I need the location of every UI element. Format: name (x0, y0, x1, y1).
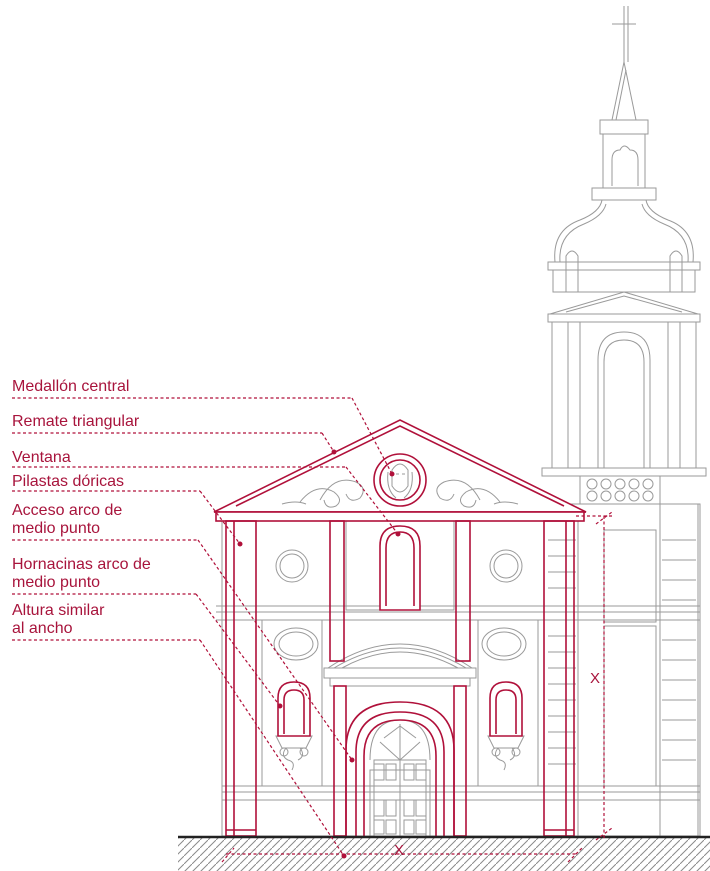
ground-hatch (178, 835, 710, 871)
label-altura-line-2: al ancho (12, 620, 73, 637)
label-altura-line-1: Altura similar (12, 602, 105, 619)
label-remate-triangular: Remate triangular (12, 413, 140, 430)
dimension-lines (221, 511, 613, 863)
label-hornacinas-line-1: Hornacinas arco de (12, 556, 151, 573)
label-acceso-line-2: medio punto (12, 520, 101, 537)
pilaster-center-left (329, 520, 345, 662)
label-acceso-line-1: Acceso arco de (12, 502, 123, 519)
highlighted-elements (213, 419, 587, 837)
pilaster-left (225, 520, 257, 837)
cross-icon (612, 6, 636, 62)
bell-tower (541, 6, 707, 837)
niche-left (277, 681, 311, 737)
leader-lines (12, 397, 401, 859)
pilaster-center-right (455, 520, 471, 662)
label-hornacinas-line-2: medio punto (12, 574, 101, 591)
width-dimension-label: X (394, 842, 405, 859)
pilaster-right (543, 520, 575, 837)
label-pilastras-doricas: Pilastas dóricas (12, 473, 125, 490)
upper-window (379, 525, 421, 611)
niche-right (489, 681, 523, 737)
label-medallon-central: Medallón central (12, 378, 130, 395)
medallion (373, 453, 427, 507)
height-dimension-label: X (590, 670, 601, 687)
label-ventana: Ventana (12, 449, 71, 466)
